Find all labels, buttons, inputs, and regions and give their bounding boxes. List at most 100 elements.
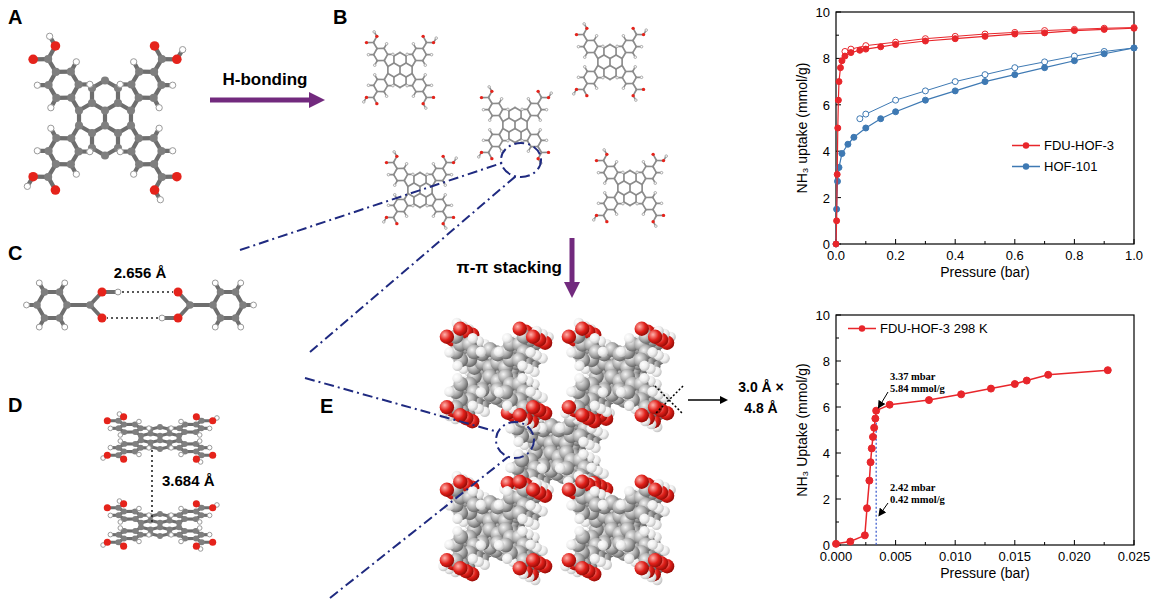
hydrogen-atom <box>238 324 244 330</box>
hydrogen-atom <box>197 433 202 438</box>
hydrogen-atom <box>654 192 657 195</box>
carbon-atom <box>193 449 199 455</box>
bond <box>603 210 607 216</box>
bond <box>443 168 446 174</box>
bond <box>630 171 636 175</box>
bond <box>604 173 608 179</box>
carbon-atom <box>138 433 144 439</box>
oxygen-atom <box>595 214 598 217</box>
hydrogen-atom <box>647 347 657 357</box>
hydrogen-atom <box>450 173 453 176</box>
bond <box>642 198 645 204</box>
bond <box>594 52 598 58</box>
oxygen-atom <box>193 543 200 550</box>
hydrogen-atom <box>412 43 415 46</box>
hydrogen-atom <box>392 84 395 87</box>
bond <box>584 47 588 53</box>
carbon-atom <box>193 509 199 515</box>
bond <box>508 111 510 118</box>
hydrogen-atom <box>521 108 524 111</box>
linker-molecule <box>438 471 542 579</box>
hydrogen-atom <box>387 204 390 207</box>
hydrogen-atom <box>476 500 486 510</box>
carbon-atom <box>121 509 127 515</box>
hydrogen-atom <box>432 215 435 218</box>
hydrogen-atom <box>622 171 625 174</box>
oxygen-atom <box>432 41 435 44</box>
hydrogen-atom <box>590 333 600 343</box>
carbon-atom <box>121 449 127 455</box>
carbon-atom <box>157 524 163 530</box>
hydrogen-atom <box>385 43 388 46</box>
oxygen-atom <box>98 288 107 297</box>
hydrogen-atom <box>444 539 454 549</box>
bond <box>412 60 416 66</box>
bond <box>642 166 646 172</box>
hydrogen-atom <box>169 513 174 518</box>
carbon-atom <box>44 173 52 181</box>
hydrogen-atom <box>406 53 409 56</box>
hydrogen-atom <box>108 445 113 450</box>
bond <box>642 172 645 178</box>
carbon-atom <box>198 445 204 451</box>
hydrogen-atom <box>197 520 202 525</box>
hydrogen-atom <box>586 462 596 472</box>
carbon-atom <box>41 288 49 296</box>
oxygen-atom <box>526 483 540 497</box>
bond <box>621 59 623 66</box>
bond <box>405 56 407 63</box>
bond <box>642 178 646 184</box>
hydrogen-atom <box>412 173 415 176</box>
bond <box>394 175 398 181</box>
bond <box>423 92 427 98</box>
hydrogen-atom <box>527 98 530 101</box>
bond <box>384 86 388 92</box>
hydrogen-atom <box>36 280 42 286</box>
linker-molecule <box>499 394 603 502</box>
carbon-atom <box>148 444 154 450</box>
hydrogen-atom <box>525 500 535 510</box>
carbon-atom <box>148 426 154 432</box>
oxygen-atom <box>421 102 424 105</box>
linker-molecule <box>363 31 438 110</box>
stacked-pair-figure <box>101 412 219 552</box>
oxygen-atom <box>440 400 454 414</box>
hydrogen-atom <box>452 526 462 536</box>
oxygen-atom <box>441 155 444 158</box>
bond <box>412 74 416 80</box>
linker-molecule <box>101 499 219 552</box>
hydrogen-atom <box>48 105 54 111</box>
oxygen-atom <box>547 151 550 154</box>
bond <box>583 34 587 40</box>
bond <box>499 141 503 147</box>
hydrogen-atom <box>616 347 626 357</box>
carbon-atom <box>88 129 96 137</box>
hydrogen-atom <box>482 139 485 142</box>
bond <box>636 181 642 185</box>
bond <box>515 118 521 122</box>
oxygen-atom <box>595 159 598 162</box>
hydrogen-atom <box>156 125 162 131</box>
carbon-atom <box>101 76 109 84</box>
carbon-atom <box>182 528 188 534</box>
linker-molecule <box>505 397 609 505</box>
oxygen-atom <box>631 27 634 30</box>
hydrogen-atom <box>488 86 491 89</box>
oxygen-atom <box>480 151 483 154</box>
hydrogen-atom <box>406 84 409 87</box>
hydrogen-atom <box>430 84 433 87</box>
bond <box>492 146 499 148</box>
hydrogen-atom <box>502 400 512 410</box>
hydrogen-atom <box>115 289 121 295</box>
oxygen-atom <box>150 41 160 51</box>
hydrogen-atom <box>424 64 427 67</box>
bond <box>624 192 630 196</box>
bond <box>406 74 412 78</box>
hydrogen-atom <box>212 280 218 286</box>
bond <box>626 71 633 73</box>
hydrogen-atom <box>156 105 162 111</box>
hydrogen-atom <box>170 82 176 88</box>
bond <box>400 63 406 67</box>
carbon-atom <box>239 301 247 309</box>
bond <box>622 72 625 78</box>
